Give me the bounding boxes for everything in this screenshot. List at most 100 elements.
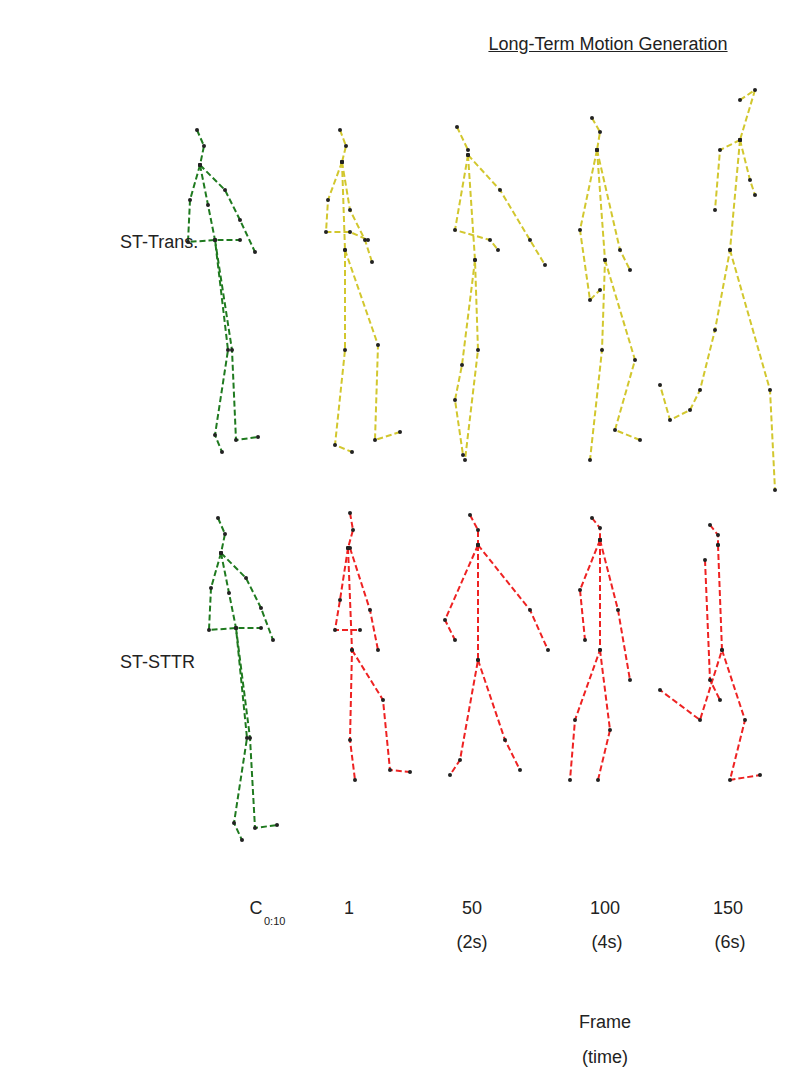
joint-dot: [738, 98, 742, 102]
joint-dot: [738, 138, 742, 142]
joint-dot: [223, 532, 227, 536]
joint-dot: [324, 230, 328, 234]
joint-dot: [716, 543, 720, 547]
joint-dot: [388, 768, 392, 772]
column-subscript: 0:10: [264, 915, 285, 928]
joint-dot: [348, 511, 352, 515]
joint-dot: [598, 538, 602, 542]
joint-dot: [728, 248, 732, 252]
joint-dot: [466, 153, 470, 157]
joint-dot: [476, 658, 480, 662]
joint-dot: [463, 458, 467, 462]
joint-dot: [688, 408, 692, 412]
joint-dot: [720, 648, 724, 652]
joint-dot: [628, 678, 632, 682]
joint-dot: [590, 516, 594, 520]
joint-dot: [578, 588, 582, 592]
joint-dot: [207, 628, 211, 632]
joint-dot: [219, 551, 223, 555]
joint-dot: [600, 348, 604, 352]
joint-dot: [213, 238, 217, 242]
joint-dot: [234, 438, 238, 442]
joint-dot: [598, 538, 602, 542]
joint-dot: [728, 248, 732, 252]
joint-dot: [248, 736, 252, 740]
joint-dot: [476, 348, 480, 352]
joint-dot: [716, 533, 720, 537]
joint-dot: [234, 626, 238, 630]
joint-dot: [618, 248, 622, 252]
joint-dot: [573, 718, 577, 722]
joint-dot: [503, 738, 507, 742]
joint-dot: [773, 488, 777, 492]
joint-dot: [213, 433, 217, 437]
joint-dot: [718, 698, 722, 702]
joint-dot: [238, 218, 242, 222]
joint-dot: [373, 438, 377, 442]
joint-dot: [333, 628, 337, 632]
joint-dot: [219, 551, 223, 555]
row-label: ST-STTR: [120, 652, 195, 674]
joint-dot: [198, 163, 202, 167]
joint-dot: [728, 778, 732, 782]
joint-dot: [528, 608, 532, 612]
joint-dot: [240, 838, 244, 842]
joint-dot: [340, 160, 344, 164]
joint-dot: [743, 718, 747, 722]
joint-dot: [455, 125, 459, 129]
joint-dot: [340, 160, 344, 164]
figure-title: Long-Term Motion Generation: [488, 34, 727, 56]
joint-dot: [244, 576, 248, 580]
joint-dot: [460, 363, 464, 367]
joint-dot: [698, 718, 702, 722]
joint-dot: [588, 298, 592, 302]
joint-dot: [343, 248, 347, 252]
joint-dot: [350, 450, 354, 454]
joint-dot: [738, 138, 742, 142]
joint-dot: [738, 138, 742, 142]
joint-dot: [202, 144, 206, 148]
joint-dot: [219, 551, 223, 555]
joint-dot: [348, 738, 352, 742]
joint-dot: [668, 418, 672, 422]
joint-dot: [476, 543, 480, 547]
joint-dot: [595, 148, 599, 152]
joint-dot: [234, 626, 238, 630]
joint-dot: [344, 144, 348, 148]
joint-dot: [603, 258, 607, 262]
joint-dot: [518, 768, 522, 772]
joint-dot: [628, 268, 632, 272]
joint-dot: [216, 516, 220, 520]
joint-dot: [253, 250, 257, 254]
column-label: 100: [590, 898, 620, 920]
joint-dot: [638, 438, 642, 442]
joint-dot: [476, 658, 480, 662]
joint-dot: [768, 388, 772, 392]
joint-dot: [713, 208, 717, 212]
joint-dot: [633, 358, 637, 362]
joint-dot: [206, 203, 210, 207]
column-label: C: [250, 898, 263, 920]
joint-dot: [738, 138, 742, 142]
joint-dot: [720, 648, 724, 652]
joint-dot: [658, 383, 662, 387]
joint-dot: [596, 778, 600, 782]
joint-dot: [590, 116, 594, 120]
joint-dot: [708, 523, 712, 527]
column-label: 50: [462, 898, 482, 920]
joint-dot: [546, 648, 550, 652]
joint-dot: [458, 758, 462, 762]
joint-dot: [230, 348, 234, 352]
joint-dot: [748, 178, 752, 182]
joint-dot: [348, 546, 352, 550]
joint-dot: [595, 148, 599, 152]
joint-dot: [198, 163, 202, 167]
joint-dot: [343, 248, 347, 252]
joint-dot: [326, 198, 330, 202]
joint-dot: [496, 248, 500, 252]
joint-dot: [453, 398, 457, 402]
joint-dot: [598, 288, 602, 292]
joint-dot: [209, 586, 213, 590]
joint-dot: [603, 258, 607, 262]
